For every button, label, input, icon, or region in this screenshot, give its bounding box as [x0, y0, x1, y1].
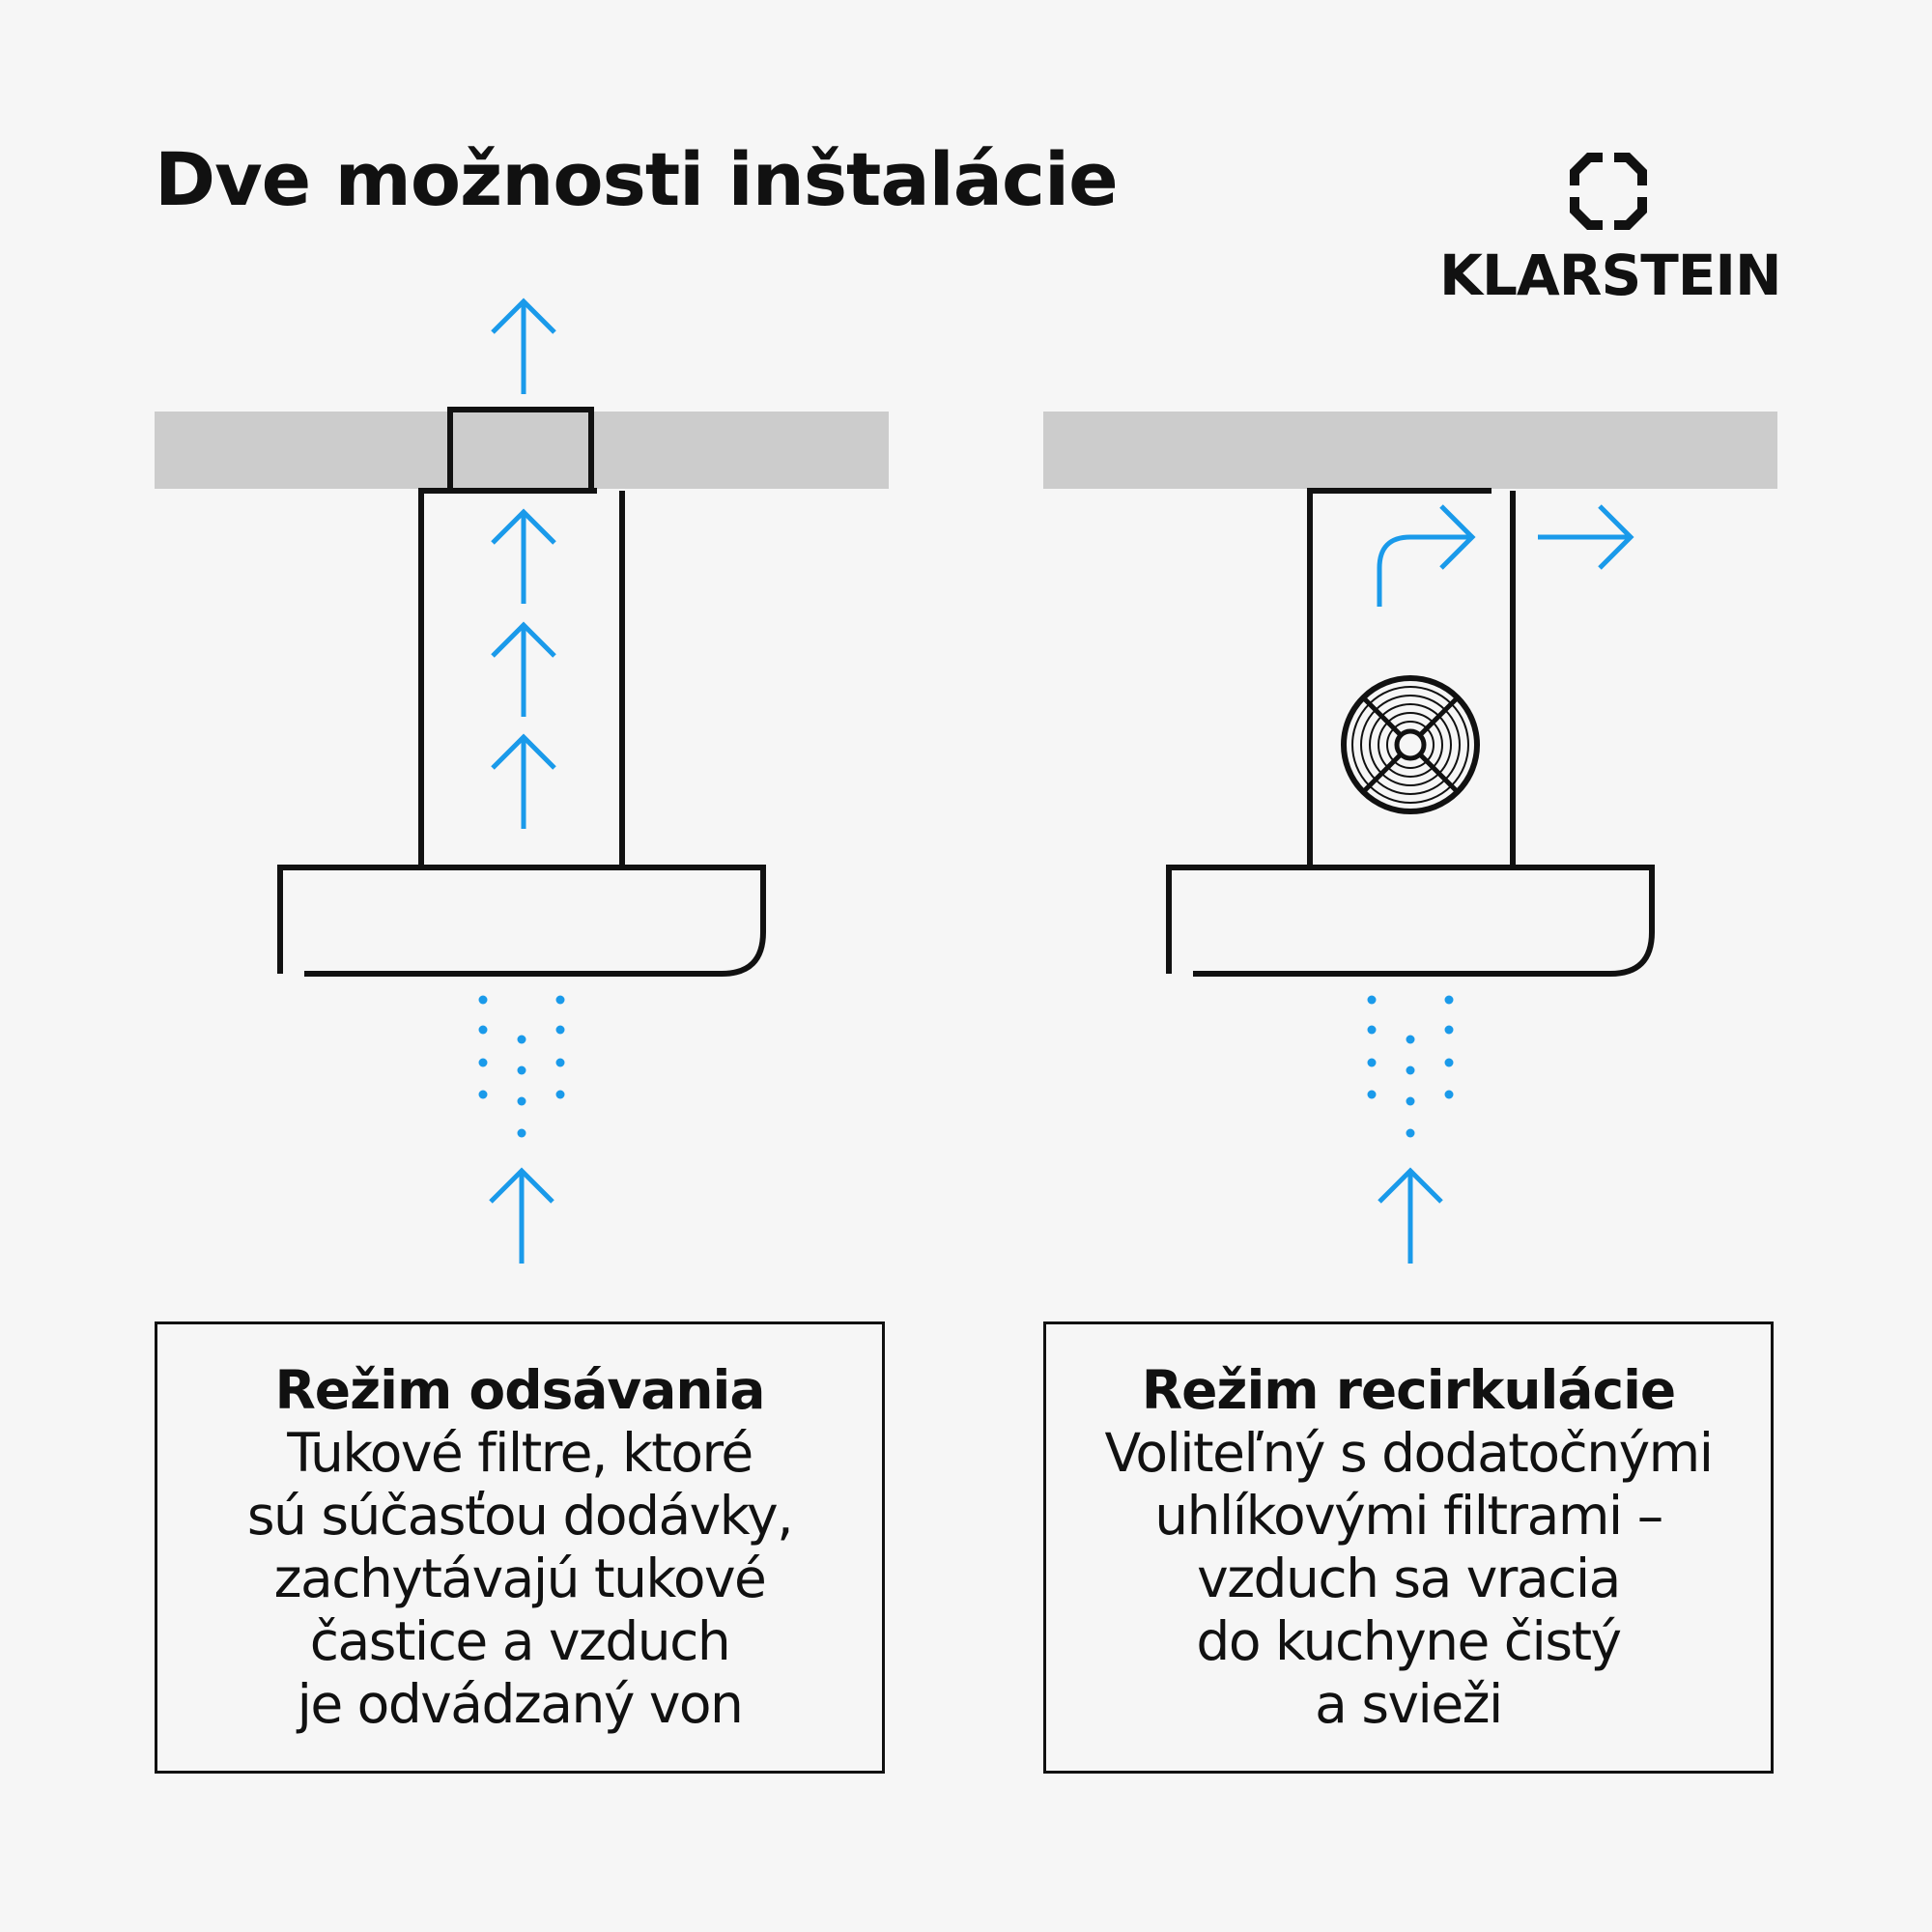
brand-logo: KLARSTEIN [1439, 145, 1787, 319]
extraction-hood-illustration [155, 298, 889, 1264]
intake-arrow-icon [489, 1167, 554, 1264]
description-line: je odvádzaný von [297, 1673, 744, 1735]
extraction-mode-heading: Režim odsávania [274, 1359, 765, 1421]
recirculation-mode-description: Režim recirkulácie Voliteľný s dodatočný… [1043, 1321, 1774, 1774]
recirculation-hood-illustration [1043, 412, 1777, 1264]
duct-arrow-icon [491, 733, 556, 829]
airflow-arrows-right [1377, 504, 1634, 1264]
ceiling-slab-right [1043, 412, 1777, 489]
exhaust-arrow-icon [491, 298, 556, 394]
steam-dots-left [478, 995, 565, 1138]
duct-outlet [447, 407, 594, 491]
fan-icon [1341, 675, 1480, 814]
description-line: zachytávajú tukové [273, 1548, 767, 1609]
description-line: Tukové filtre, ktoré [287, 1422, 753, 1484]
description-line: Voliteľný s dodatočnými [1104, 1422, 1714, 1484]
klarstein-logo-icon [1570, 153, 1647, 230]
page-title: Dve možnosti inštalácie [155, 136, 1119, 222]
extraction-mode-description: Režim odsávania Tukové filtre, ktoré sú … [155, 1321, 885, 1774]
ceiling-slab-left [155, 412, 889, 489]
hood-body-left [277, 865, 766, 977]
chimney-right [1307, 488, 1516, 867]
description-line: častice a vzduch [309, 1610, 731, 1672]
description-line: uhlíkovými filtrami – [1154, 1485, 1663, 1547]
airflow-arrows-left [489, 298, 556, 1264]
brand-name: KLARSTEIN [1439, 242, 1782, 308]
description-line: a svieži [1315, 1673, 1503, 1735]
description-line: do kuchyne čistý [1196, 1610, 1622, 1672]
outflow-arrow-icon [1538, 504, 1634, 570]
description-line: vzduch sa vracia [1197, 1548, 1621, 1609]
description-line: sú súčasťou dodávky, [246, 1485, 794, 1547]
chimney-left [418, 488, 625, 867]
intake-arrow-icon [1378, 1167, 1443, 1264]
steam-dots-right [1367, 995, 1454, 1138]
bent-arrow-icon [1377, 504, 1476, 607]
recirculation-mode-heading: Režim recirkulácie [1141, 1359, 1676, 1421]
duct-arrow-icon [491, 508, 556, 604]
duct-arrow-icon [491, 621, 556, 717]
hood-body-right [1166, 865, 1655, 977]
